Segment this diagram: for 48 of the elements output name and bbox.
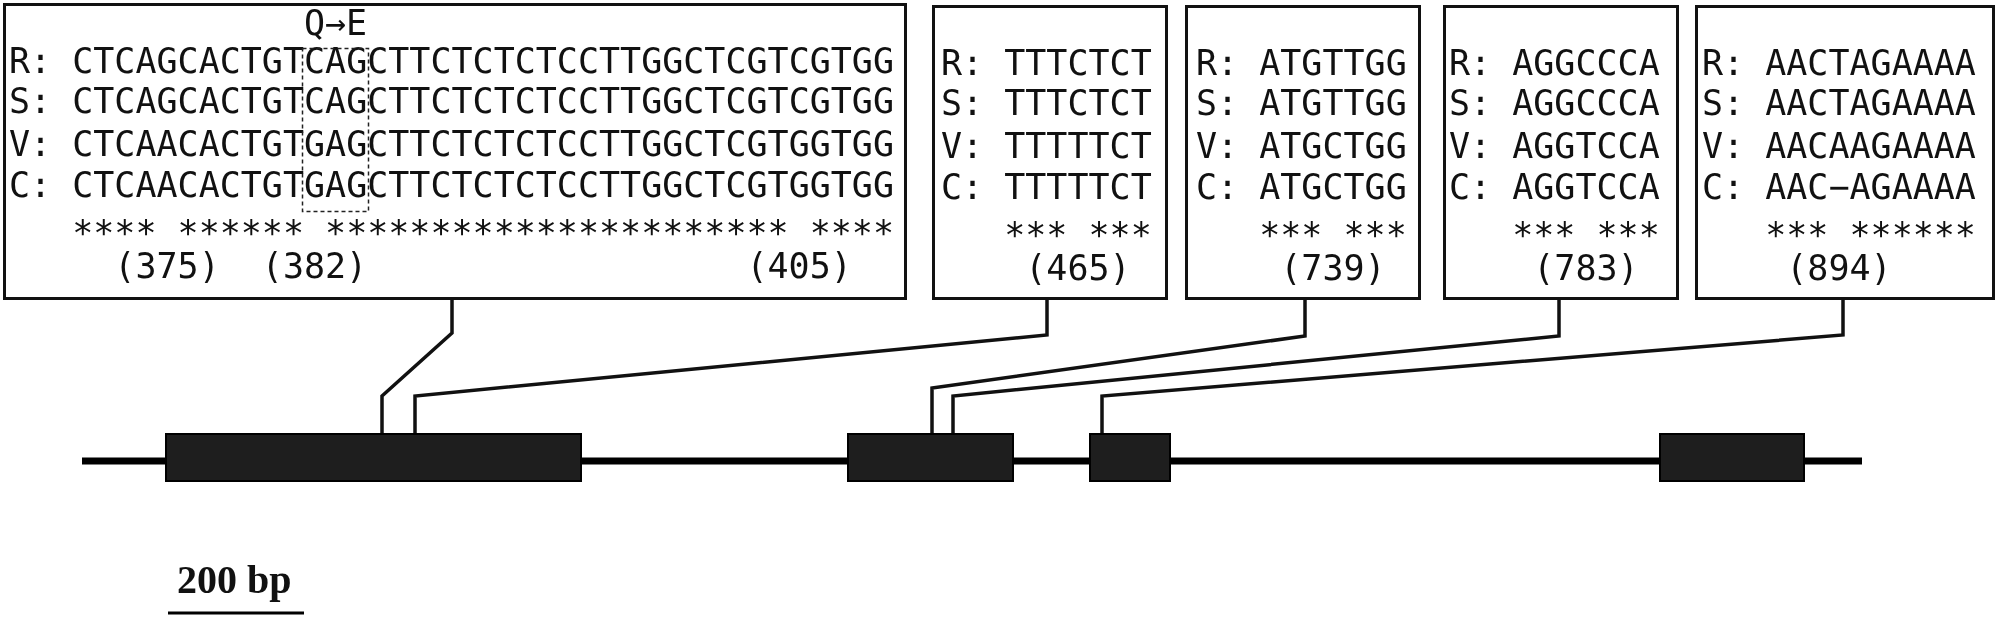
exon-block bbox=[847, 433, 1014, 482]
sequence-row: C: CTCAACACTGTGAGCTTCTCTCTCCTTGGCTCGTGGTGG bbox=[9, 167, 894, 203]
conservation-marks: *** ****** bbox=[1765, 217, 1976, 253]
sequence-row: V: CTCAACACTGTGAGCTTCTCTCTCCTTGGCTCGTGGTGG bbox=[9, 126, 894, 162]
exon-block bbox=[1659, 433, 1805, 482]
exon-block bbox=[1089, 433, 1171, 482]
sequence-row: R: AACTAGAAAA bbox=[1702, 45, 1976, 81]
sequence-row: V: AACAAGAAAA bbox=[1702, 128, 1976, 164]
sequence-row: V: TTTTTCT bbox=[941, 128, 1152, 164]
scale-label: 200 bp bbox=[177, 558, 292, 602]
leader-line bbox=[951, 300, 1561, 433]
conservation-marks: **** ****** ********************** **** bbox=[72, 215, 894, 251]
sequence-row: R: CTCAGCACTGTCAGCTTCTCTCTCCTTGGCTCGTCGTGG bbox=[9, 43, 894, 79]
leader-line bbox=[413, 300, 1049, 433]
alignment-box bbox=[1185, 5, 1421, 300]
exon-block bbox=[165, 433, 582, 482]
alignment-box bbox=[932, 5, 1168, 300]
position-number: (382) bbox=[261, 248, 368, 284]
conservation-marks: *** *** bbox=[1512, 217, 1660, 253]
sequence-row: C: TTTTTCT bbox=[941, 169, 1152, 205]
sequence-row: S: AGGCCCA bbox=[1449, 85, 1660, 121]
leader-line bbox=[1100, 300, 1845, 433]
sequence-row: S: TTTCTCT bbox=[941, 85, 1152, 121]
sequence-row: R: AGGCCCA bbox=[1449, 45, 1660, 81]
sequence-row: R: ATGTTGG bbox=[1196, 45, 1407, 81]
conservation-marks: *** *** bbox=[1004, 217, 1152, 253]
alignment-box bbox=[3, 3, 907, 300]
alignment-box bbox=[1443, 5, 1679, 300]
position-number: (405) bbox=[746, 248, 852, 284]
sequence-row: C: AAC−AGAAAA bbox=[1702, 169, 1976, 205]
leader-line bbox=[930, 300, 1307, 433]
mutation-label: Q→E bbox=[303, 5, 368, 41]
leader-line bbox=[380, 300, 454, 433]
sequence-row: S: ATGTTGG bbox=[1196, 85, 1407, 121]
sequence-row: V: ATGCTGG bbox=[1196, 128, 1407, 164]
sequence-row: S: AACTAGAAAA bbox=[1702, 85, 1976, 121]
sequence-row: S: CTCAGCACTGTCAGCTTCTCTCTCCTTGGCTCGTCGTGG bbox=[9, 83, 894, 119]
position-number: (465) bbox=[1025, 250, 1131, 286]
sequence-row: R: TTTCTCT bbox=[941, 45, 1152, 81]
position-number: (894) bbox=[1786, 250, 1892, 286]
alignment-box bbox=[1695, 5, 1995, 300]
position-number: (375) bbox=[114, 248, 220, 284]
conservation-marks: *** *** bbox=[1259, 217, 1407, 253]
position-number: (783) bbox=[1533, 250, 1639, 286]
sequence-row: C: ATGCTGG bbox=[1196, 169, 1407, 205]
sequence-row: V: AGGTCCA bbox=[1449, 128, 1660, 164]
sequence-row: C: AGGTCCA bbox=[1449, 169, 1660, 205]
position-number: (739) bbox=[1280, 250, 1386, 286]
